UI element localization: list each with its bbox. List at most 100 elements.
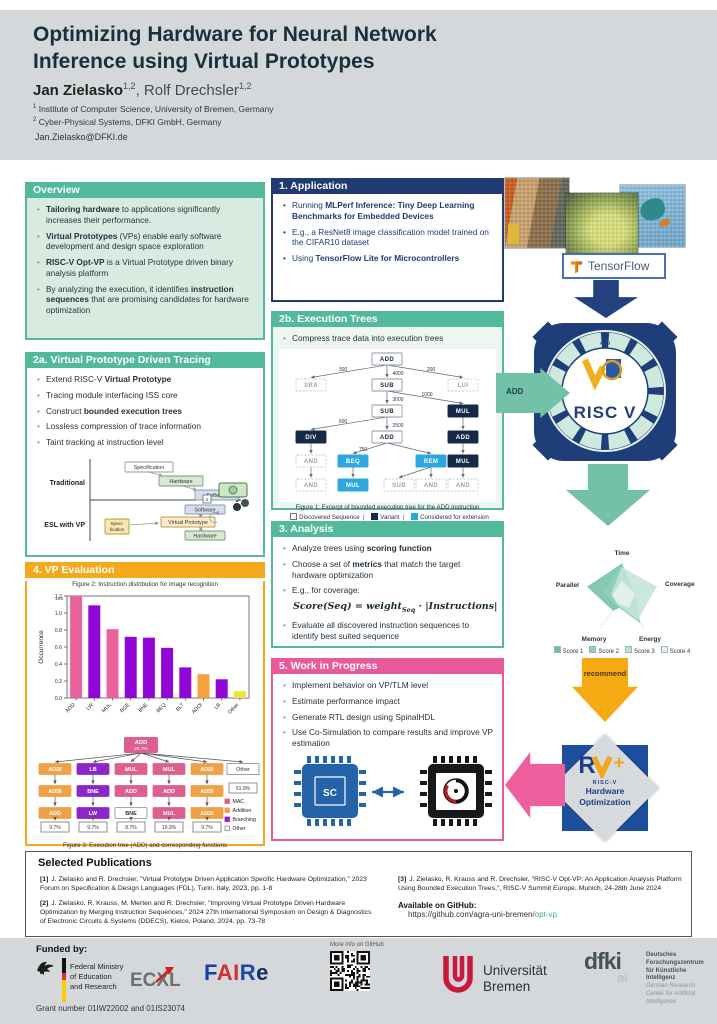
svg-text:750: 750 [359, 447, 368, 453]
dfki-de-line: für Künstliche [646, 967, 687, 974]
svg-text:Memory: Memory [582, 636, 607, 643]
github-url-highlight[interactable]: opt-vp [534, 909, 557, 919]
tensorflow-badge: TensorFlow [562, 253, 666, 279]
svg-text:MUL: MUL [163, 767, 176, 773]
title-line2: Inference using Virtual Prototypes [33, 49, 375, 73]
svg-text:Software: Software [206, 493, 227, 499]
bullet-item: Virtual Prototypes (VPs) enable early so… [35, 231, 255, 253]
german-flag-bar-icon [62, 958, 66, 1002]
svg-text:LUI: LUI [458, 383, 469, 389]
svg-text:51.9%: 51.9% [236, 786, 251, 792]
svg-text:1.0: 1.0 [55, 611, 62, 617]
tensorflow-label: TensorFlow [588, 259, 650, 273]
svg-text:MUL: MUL [163, 811, 176, 817]
github-url[interactable]: https://github.com/agra-uni-bremen/opt-v… [408, 910, 686, 919]
faire-letter: R [239, 960, 257, 985]
svg-text:BLT: BLT [175, 702, 186, 713]
svg-text:9.7%: 9.7% [201, 825, 213, 831]
svg-text:300: 300 [339, 367, 348, 373]
svg-text:ADDI: ADDI [191, 702, 204, 715]
svg-text:ADD: ADD [135, 740, 148, 746]
svg-text:MUL: MUL [125, 767, 138, 773]
svg-text:Hardware: Hardware [193, 533, 216, 539]
svg-text:Traditional: Traditional [50, 480, 85, 487]
dfki-en-line: Center for Artificial [646, 990, 696, 997]
bullet-item: E.g., for coverage: [281, 585, 494, 596]
svg-text:SUB: SUB [380, 383, 394, 389]
faire-logo: FAIRe [204, 960, 269, 986]
panel-overview: Overview Tailoring hardware to applicati… [25, 182, 265, 340]
bullet-item: Compress trace data into execution trees [281, 333, 494, 344]
svg-text:AND: AND [424, 483, 438, 489]
svg-text:SUB: SUB [380, 409, 394, 415]
panel-title-analysis: 3. Analysis [271, 521, 504, 537]
svg-text:0.0: 0.0 [55, 696, 62, 702]
svg-text:Branching: Branching [233, 817, 256, 823]
svg-text:Other: Other [236, 767, 250, 773]
github-url-prefix[interactable]: https://github.com/agra-uni-bremen/ [408, 909, 535, 919]
formula-post: · |Instructions| [415, 601, 498, 613]
cifar-frog-image [566, 193, 638, 256]
publication-ref3-holder: [3] J. Zielasko, R. Krauss and R. Drechs… [398, 876, 686, 894]
svg-text:1000: 1000 [421, 392, 432, 398]
svg-text:Parallel: Parallel [556, 582, 579, 589]
faire-letter: F [204, 960, 217, 985]
ecxl-logo: ECXL [130, 965, 196, 998]
figure2-caption: Figure 2: Instruction distribution for i… [72, 581, 218, 588]
cosim-chips: SC [279, 753, 496, 835]
svg-text:26.7%: 26.7% [134, 746, 148, 752]
scoring-formula: Score(Seq) = weightSeq · |Instructions| [293, 601, 502, 614]
svg-text:Specification: Specification [134, 465, 165, 471]
svg-text:ADDI: ADDI [200, 767, 214, 773]
faire-letter: e [256, 960, 269, 985]
svg-text:9.7%: 9.7% [49, 825, 61, 831]
riscv-plus-logo-icon: R+ [552, 752, 658, 783]
recommend-arrow-icon: recommend [572, 658, 638, 722]
svg-text:ADDI: ADDI [200, 811, 214, 817]
svg-text:Software: Software [194, 507, 215, 513]
svg-text:500: 500 [339, 419, 348, 425]
svg-text:+: + [613, 753, 624, 774]
uni-bremen-u-icon [440, 954, 476, 1003]
wip-list: Implement behavior on VP/TLM levelEstima… [273, 674, 502, 749]
bullet-item: Generate RTL design using SpinalHDL [281, 712, 494, 723]
publications-title: Selected Publications [38, 857, 152, 869]
dfki-de-line: Forschungszentrum [646, 959, 704, 966]
hw-line1: Hardware [585, 786, 625, 796]
panel-tracing: 2a. Virtual Prototype Driven Tracing Ext… [25, 352, 265, 557]
panel-title-application: 1. Application [271, 178, 504, 194]
bullet-item: Using TensorFlow Lite for Microcontrolle… [281, 253, 494, 264]
grant-number: Grant number 01IW22002 and 01IS23074 [36, 1004, 185, 1013]
svg-text:BEQ: BEQ [346, 459, 360, 465]
radar-legend-item: Score 2 [589, 646, 619, 655]
tracing-list: Extend RISC-V Virtual PrototypeTracing m… [27, 368, 263, 448]
contact-email: Jan.Zielasko@DFKI.de [35, 132, 128, 142]
bullet-item: By analyzing the execution, it identifie… [35, 284, 255, 316]
bullet-item: Construct bounded execution trees [35, 406, 255, 417]
exec-list: Compress trace data into execution trees [273, 327, 502, 344]
svg-text:BNE: BNE [125, 811, 137, 817]
svg-text:19.3%: 19.3% [162, 825, 177, 831]
svg-text:3000: 3000 [392, 397, 403, 403]
svg-text:SRA: SRA [304, 383, 318, 389]
bullet-item: Implement behavior on VP/TLM level [281, 680, 494, 691]
svg-text:LB: LB [89, 767, 96, 773]
funded-by-label: Funded by: [36, 944, 88, 955]
bullet-item: Lossless compression of trace informatio… [35, 421, 255, 432]
faire-letter: A [216, 960, 234, 985]
svg-text:Other: Other [233, 826, 246, 832]
dfki-de-line: Intelligenz [646, 975, 676, 982]
svg-text:MUL: MUL [101, 702, 113, 714]
svg-text:0.4: 0.4 [55, 662, 62, 668]
hw-line2: Optimization [579, 797, 631, 808]
svg-text:MAC: MAC [233, 799, 245, 805]
legend-item: Considered for extension [407, 512, 489, 521]
svg-text:BNE: BNE [87, 789, 99, 795]
